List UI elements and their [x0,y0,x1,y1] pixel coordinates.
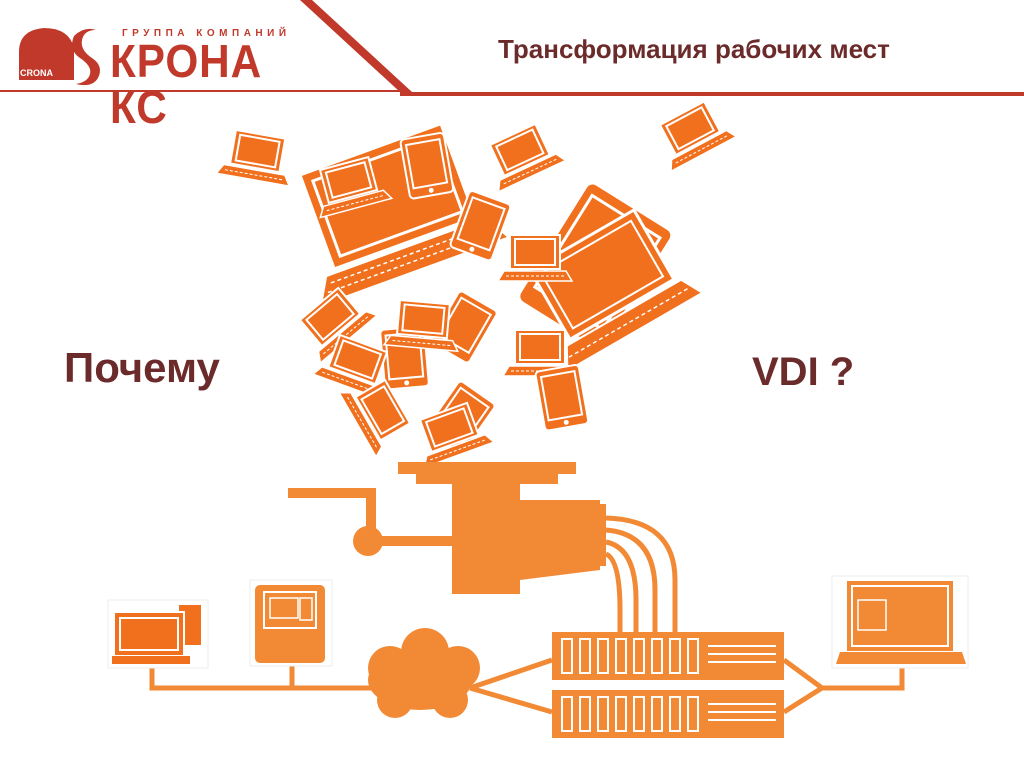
laptop-icon [831,575,969,669]
company-logo[interactable]: CRONA ГРУППА КОМПАНИЙ КРОНА КС [14,22,314,130]
logo-crona-text: CRONA [20,68,53,78]
grinder-cables [604,515,678,636]
server-rack-icon [552,632,784,738]
logo-group-text: ГРУППА КОМПАНИЙ [122,28,291,39]
network-lines [149,657,905,715]
header-decoration [0,0,1024,96]
cloud-icon [368,628,480,718]
why-text: Почему [64,344,220,391]
logo-emblem-icon [19,28,100,86]
falling-devices-illustration [215,94,738,469]
vdi-question-text: VDI ? [752,350,855,394]
logo-brand-name: КРОНА КС [110,35,263,133]
meat-grinder-icon [288,462,606,594]
header: CRONA ГРУППА КОМПАНИЙ КРОНА КС Трансформ… [0,0,1024,130]
thin-client-icon [249,579,333,667]
desktop-pc-icon [107,599,209,669]
page-title: Трансформация рабочих мест [498,34,890,64]
